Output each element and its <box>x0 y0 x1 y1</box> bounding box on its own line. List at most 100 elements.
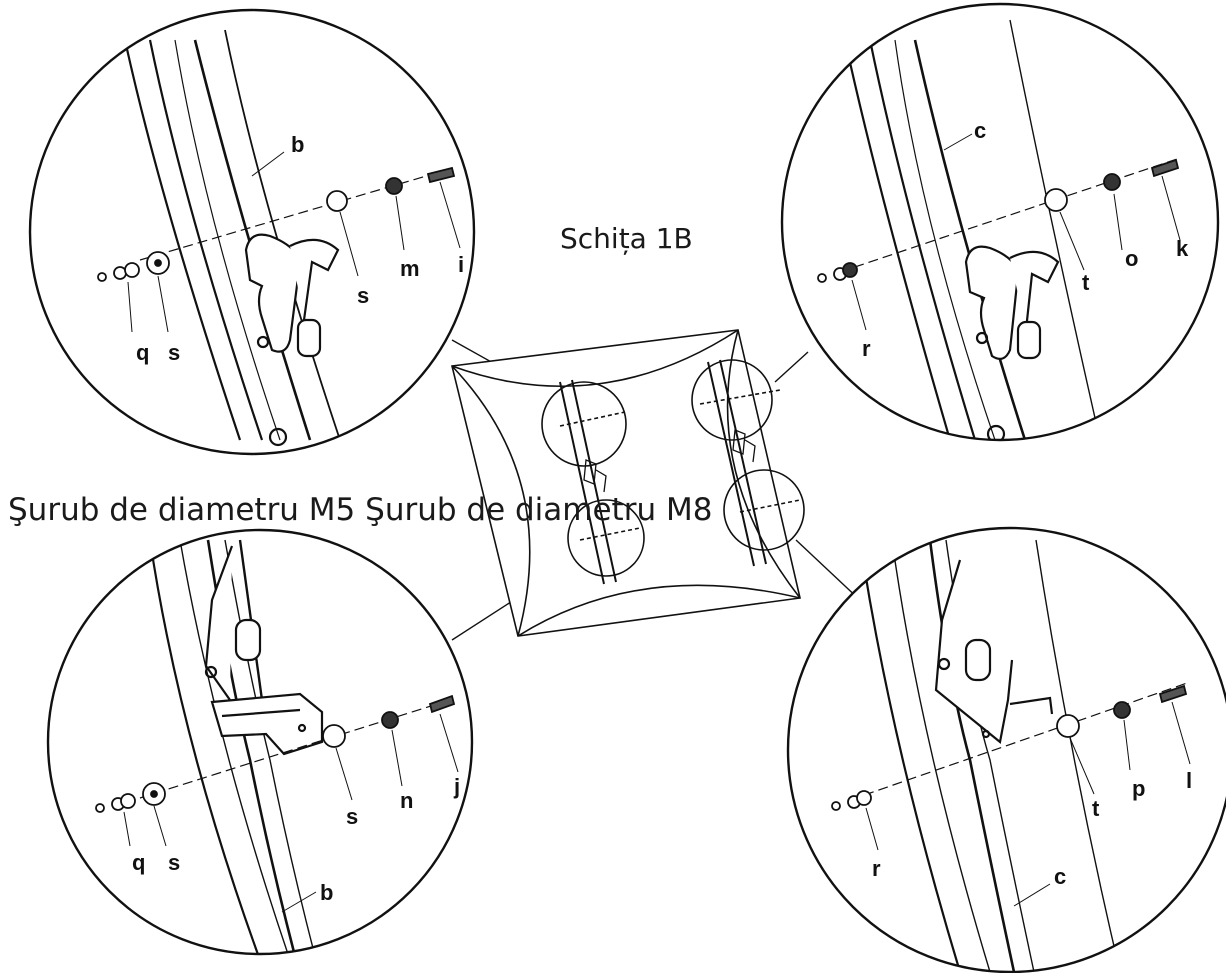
hook-bracket-2 <box>289 238 340 321</box>
washer-hole <box>150 790 158 798</box>
circle-outline-bottom-left <box>46 528 474 956</box>
rivet <box>975 331 989 345</box>
rivet <box>256 335 270 349</box>
label-q: q <box>132 850 145 875</box>
frame-edge-2 <box>891 539 991 972</box>
washer-icon-t <box>1044 188 1068 212</box>
bottom-bolt <box>986 424 1006 440</box>
rivet <box>937 657 951 671</box>
nut-icon-2 <box>124 262 140 278</box>
plate-detail-circle-3 <box>567 499 645 577</box>
frame-edge-3 <box>174 39 281 441</box>
lock-nut-icon <box>1113 701 1131 719</box>
plate-detail-circle-4 <box>723 469 805 551</box>
hardware-bottom-left <box>95 694 456 813</box>
bracket-hole <box>981 729 991 739</box>
nut-icon-2 <box>120 793 136 809</box>
slot <box>234 618 262 662</box>
label-c: c <box>1054 864 1066 889</box>
label-b: b <box>320 880 333 905</box>
detail-circle-bottom-left: s n j q s b <box>46 528 474 956</box>
center-mount-plate <box>451 329 805 637</box>
frame-edge-4 <box>193 39 312 441</box>
frame-edge-1 <box>858 539 962 972</box>
frame-edge-2 <box>179 539 291 954</box>
screw-icon <box>1150 158 1180 178</box>
label-s-2: s <box>168 340 180 365</box>
washer-icon-s <box>322 724 346 748</box>
hook-bracket <box>244 233 302 353</box>
label-k: k <box>1176 236 1189 261</box>
detail-circle-bottom-right: t p l r c <box>786 526 1226 974</box>
label-c: c <box>974 118 986 143</box>
l-bracket-edge <box>221 708 301 718</box>
label-j: j <box>453 774 460 799</box>
detail-circle-top-right: c t o k r <box>780 2 1220 442</box>
plate-axis-3 <box>579 527 641 541</box>
hardware-bottom-right <box>831 684 1188 811</box>
bottom-bolt <box>268 427 288 447</box>
label-i: i <box>458 252 464 277</box>
washer-hole <box>154 259 162 267</box>
bracket-tab <box>1009 696 1054 715</box>
washer-icon-s <box>326 190 348 212</box>
nut-icon-2 <box>842 262 858 278</box>
label-t: t <box>1082 270 1090 295</box>
detail-circle-top-left: b s m i q s <box>28 8 476 456</box>
label-b: b <box>291 132 304 157</box>
nut-icon-2 <box>856 790 872 806</box>
frame-edge-1 <box>123 39 242 441</box>
label-p: p <box>1132 776 1145 801</box>
plate-curve-bottom <box>517 584 801 637</box>
slot <box>964 638 992 682</box>
frame-edge-2 <box>148 39 264 441</box>
frame-edge-5 <box>1009 19 1101 440</box>
screw-icon <box>428 694 456 714</box>
plate-hook-right <box>732 429 756 463</box>
hook-bracket <box>204 545 234 701</box>
diagram-title: Schița 1B <box>560 222 693 255</box>
screw-diameter-caption: Şurub de diametru M5 Şurub de diametru M… <box>8 492 713 528</box>
frame-edge-5 <box>1035 539 1121 972</box>
plate-curve-right <box>726 329 801 599</box>
screw-icon <box>1158 684 1188 704</box>
screw-axis-bottom-left <box>139 699 451 799</box>
circle-outline-top-left <box>28 8 476 456</box>
frame-edge-2 <box>868 39 977 440</box>
label-l: l <box>1186 768 1192 793</box>
label-s-2: s <box>168 850 180 875</box>
small-washer-icon <box>97 272 107 282</box>
label-s: s <box>357 283 369 308</box>
circle-outline-top-right <box>780 2 1220 442</box>
hook-bracket-2 <box>1009 250 1060 331</box>
hardware-top-right <box>817 158 1180 283</box>
lock-nut-icon <box>381 711 399 729</box>
hardware-top-left <box>97 166 456 282</box>
screw-icon <box>426 166 456 184</box>
plate-axis-4 <box>739 499 801 513</box>
label-leaders-top-right <box>851 133 1181 331</box>
plate-detail-circle-2 <box>691 359 773 441</box>
label-s: s <box>346 804 358 829</box>
label-t: t <box>1092 796 1100 821</box>
lock-nut-icon <box>1103 173 1121 191</box>
plate-rail-right <box>707 359 767 567</box>
frame-edge-1 <box>148 539 262 954</box>
leader-line-bottom-right <box>795 539 863 603</box>
small-washer-icon <box>95 803 105 813</box>
label-n: n <box>400 788 413 813</box>
rivet <box>204 665 218 679</box>
frame-edge-4 <box>913 39 1027 440</box>
leader-line-top-right <box>774 351 809 383</box>
frame-edge-3 <box>894 39 996 440</box>
frame-edge-1 <box>843 39 952 440</box>
label-leaders-top-left <box>127 151 461 333</box>
label-q: q <box>136 340 149 365</box>
bracket-hole <box>297 723 307 733</box>
hook-bracket <box>964 245 1020 360</box>
l-bracket <box>210 692 324 756</box>
frame-edge-5 <box>224 29 341 441</box>
plate-curve-left <box>451 365 531 637</box>
label-r: r <box>872 856 881 881</box>
